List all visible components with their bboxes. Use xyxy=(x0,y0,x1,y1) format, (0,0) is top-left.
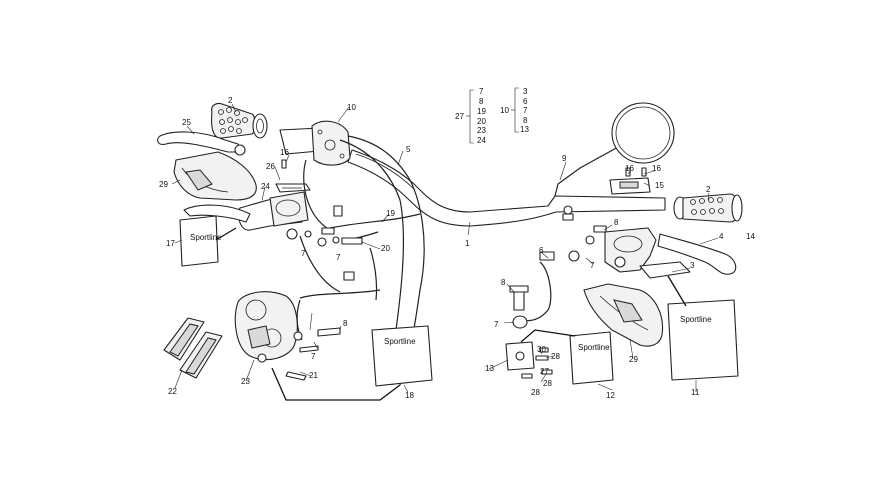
part-label: 9 xyxy=(562,154,567,163)
bracket-27-item: 23 xyxy=(477,126,486,135)
bracket-10-item: 6 xyxy=(523,97,528,106)
part-label: 8 xyxy=(614,218,619,227)
right-clamp xyxy=(609,167,651,195)
bag-18: Sportline xyxy=(371,325,433,387)
left-hand-guard xyxy=(173,151,257,201)
leader-lines xyxy=(171,103,719,393)
bracket-27-item: 8 xyxy=(479,97,484,106)
part-label: 11 xyxy=(691,388,700,397)
bracket-10-item: 7 xyxy=(523,106,528,115)
fittings-left xyxy=(281,159,363,281)
part-label: 7 xyxy=(311,352,316,361)
part-label: 18 xyxy=(405,391,414,400)
part-label: 30 xyxy=(537,345,546,354)
part-label: 24 xyxy=(261,182,270,191)
bag-12-brand: Sportline xyxy=(578,343,610,352)
part-label: 2 xyxy=(228,96,233,105)
part-label: 2 xyxy=(706,185,711,194)
part-label: 28 xyxy=(531,388,540,397)
part-label: 22 xyxy=(168,387,177,396)
bracket-27-item: 7 xyxy=(479,87,484,96)
left-grip xyxy=(211,102,268,139)
bracket-27-item: 19 xyxy=(477,107,486,116)
bracket-10-item: 8 xyxy=(523,116,528,125)
reservoir-cap-left xyxy=(275,183,311,193)
bracket-group-10: 10 3 6 7 8 13 xyxy=(500,87,529,134)
bracket-10-item: 13 xyxy=(520,125,529,134)
part-label: 6 xyxy=(539,246,544,255)
right-grip xyxy=(673,193,743,223)
part-label: 13 xyxy=(485,364,494,373)
bag-right-brand: Sportline xyxy=(680,315,712,324)
group-links xyxy=(215,227,687,401)
part-label: 7 xyxy=(590,261,595,270)
throttle-housing xyxy=(279,120,351,166)
part-label: 16 xyxy=(280,148,289,157)
bag-18-brand: Sportline xyxy=(384,337,416,346)
part-label: 7 xyxy=(301,249,306,258)
part-label: 28 xyxy=(551,352,560,361)
part-label: 7 xyxy=(494,320,499,329)
part-label: 1 xyxy=(465,239,470,248)
part-label: 29 xyxy=(629,355,638,364)
part-label: 8 xyxy=(501,278,506,287)
part-label: 19 xyxy=(386,209,395,218)
bracket-10-label: 10 xyxy=(500,106,509,115)
part-label: 10 xyxy=(347,103,356,112)
brake-caliper xyxy=(234,291,298,363)
bracket-group-27: 27 7 8 19 20 23 24 xyxy=(455,87,486,145)
part-label: 15 xyxy=(655,181,664,190)
part-label: 28 xyxy=(543,379,552,388)
mirror xyxy=(554,102,675,197)
part-label: 8 xyxy=(343,319,348,328)
right-lever xyxy=(657,233,737,275)
bag-left-brand: Sportline xyxy=(190,233,222,242)
part-label: 5 xyxy=(406,145,411,154)
part-label: 23 xyxy=(241,377,250,386)
right-master-cylinder xyxy=(562,205,691,279)
part-label: 26 xyxy=(266,162,275,171)
part-label: 3 xyxy=(690,261,695,270)
bag-left: Sportline xyxy=(179,215,222,267)
bracket-27-label: 27 xyxy=(455,112,464,121)
part-label: 29 xyxy=(159,180,168,189)
part-label: 4 xyxy=(719,232,724,241)
part-label: 7 xyxy=(336,253,341,262)
bracket-10-item: 3 xyxy=(523,87,528,96)
left-lever xyxy=(157,131,246,156)
part-label: 21 xyxy=(309,371,318,380)
part-label: 20 xyxy=(381,244,390,253)
bracket-27-item: 20 xyxy=(477,117,486,126)
left-master-cylinder xyxy=(183,191,309,240)
part-labels: 1 2 2 3 4 5 6 7 7 7 7 7 8 8 8 9 11 12 13… xyxy=(159,96,755,400)
handlebar xyxy=(347,149,666,227)
bag-12: Sportline xyxy=(569,331,614,385)
part-label: 16 xyxy=(625,164,634,173)
part-label: 17 xyxy=(166,239,175,248)
part-label: 12 xyxy=(606,391,615,400)
part-label: 14 xyxy=(746,232,755,241)
bag-right: Sportline xyxy=(667,299,739,381)
part-label: 16 xyxy=(652,164,661,173)
brake-pads xyxy=(163,317,223,379)
bracket-27-item: 24 xyxy=(477,136,486,145)
part-label: 27 xyxy=(540,367,549,376)
bolts-left xyxy=(285,327,341,381)
right-hand-guard xyxy=(583,283,664,347)
part-label: 25 xyxy=(182,118,191,127)
